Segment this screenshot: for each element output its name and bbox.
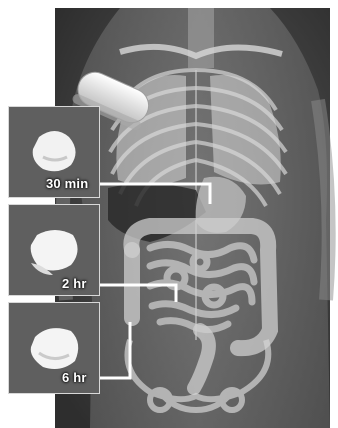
label-2hr: 2 hr [62, 276, 87, 291]
label-30min: 30 min [46, 176, 88, 191]
label-6hr: 6 hr [62, 370, 87, 385]
neck [188, 8, 214, 68]
